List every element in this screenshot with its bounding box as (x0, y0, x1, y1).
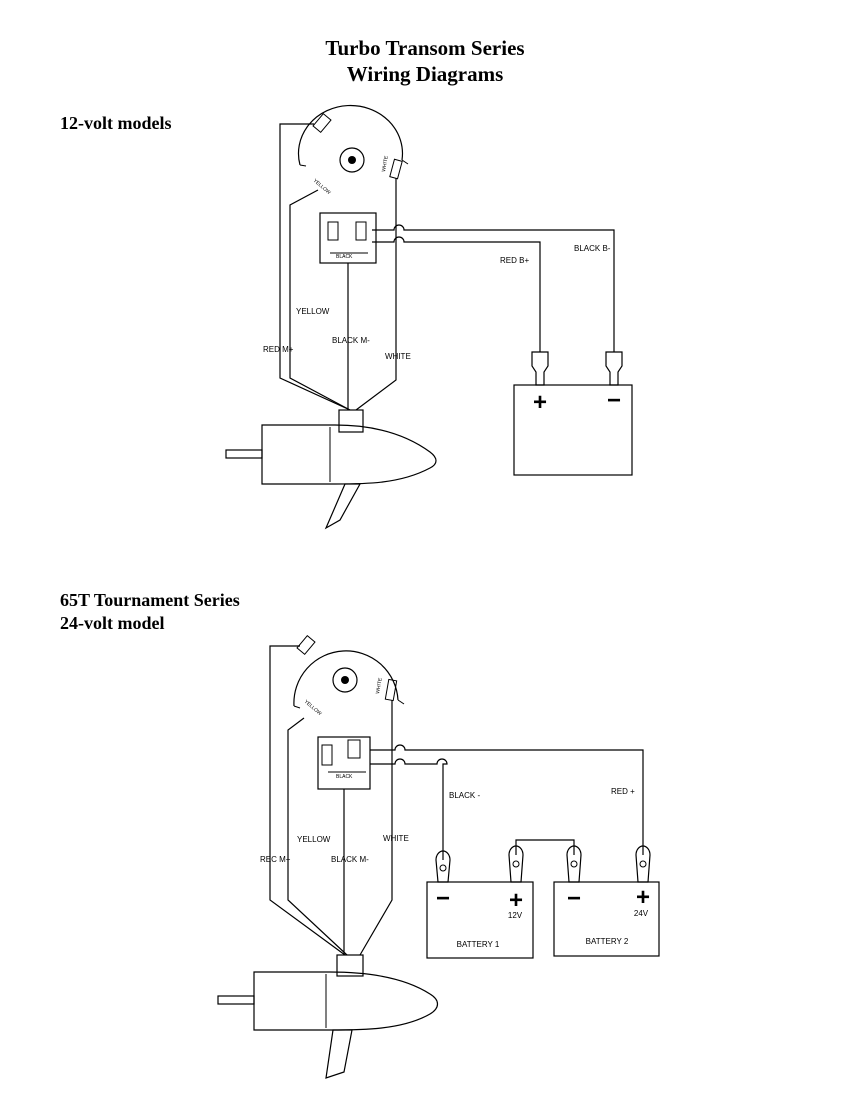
battery-12v: + − (513, 351, 633, 476)
wire-yellow-24v (287, 717, 348, 956)
wire-red-m-12v (279, 123, 351, 411)
page-title-line2: Wiring Diagrams (346, 62, 504, 86)
trolling-motor-12v (225, 409, 437, 530)
wire-red-m-24v (269, 645, 346, 956)
label-red-plus-24v: RED + (611, 787, 635, 796)
battery1-plus-icon: + (509, 887, 523, 914)
propeller-blade-12v (324, 483, 362, 530)
battery2-voltage: 24V (634, 909, 649, 918)
heading-24v: 24-volt model (60, 613, 165, 633)
label-red-b-12v: RED B+ (500, 256, 529, 265)
head-label-white: WHITE (375, 677, 384, 695)
battery1-name: BATTERY 1 (457, 940, 500, 949)
diagram-12v: YELLOW WHITE BLACK RED M+ YELLOW BLACK M… (225, 104, 633, 530)
terminal-negative-b1 (435, 850, 451, 883)
battery2-plus-icon: + (636, 884, 650, 911)
trolling-motor-24v (217, 954, 439, 1079)
diagram-24v: YELLOW WHITE BLACK REC M+ YELLOW BLACK M… (217, 634, 660, 1079)
head-label-yellow: YELLOW (303, 699, 323, 717)
wire-white-12v (355, 178, 397, 411)
jumper-wire-24v (515, 839, 575, 855)
battery1-voltage: 12V (508, 911, 523, 920)
wire-red-b-12v (372, 236, 541, 352)
terminal-positive-b1 (508, 845, 524, 883)
box-label-black: BLACK (336, 774, 353, 780)
head-label-yellow: YELLOW (312, 178, 332, 196)
label-yellow-24v: YELLOW (297, 835, 331, 844)
battery2-name: BATTERY 2 (586, 937, 629, 946)
knob-icon (339, 147, 365, 173)
wire-black-b-12v (372, 224, 615, 352)
terminal-positive-b2 (635, 845, 651, 883)
page-title-line1: Turbo Transom Series (325, 36, 525, 60)
label-black-b-12v: BLACK B- (574, 244, 611, 253)
terminal-negative-12v (605, 351, 623, 386)
control-head-12v: YELLOW WHITE BLACK (297, 104, 409, 264)
label-yellow-12v: YELLOW (296, 307, 330, 316)
wire-yellow-12v (289, 189, 351, 411)
battery-2: − + 24V BATTERY 2 (553, 845, 660, 957)
label-black-m-12v: BLACK M- (332, 336, 370, 345)
label-red-m-12v: RED M+ (263, 345, 294, 354)
terminal-negative-b2 (566, 845, 582, 883)
wire-red-plus-24v (370, 744, 644, 855)
battery-1: − + 12V BATTERY 1 (426, 845, 534, 959)
battery2-minus-icon: − (567, 885, 581, 912)
battery1-minus-icon: − (436, 885, 450, 912)
knob-icon (332, 667, 358, 693)
box-label-black: BLACK (336, 254, 353, 260)
head-label-white: WHITE (381, 155, 390, 173)
label-white-12v: WHITE (385, 352, 411, 361)
label-red-m-24v: REC M+ (260, 855, 291, 864)
heading-65t: 65T Tournament Series (60, 590, 240, 610)
terminal-positive-12v (531, 351, 549, 386)
propeller-blade-24v (325, 1029, 353, 1079)
battery-plus-icon: + (533, 389, 547, 416)
label-white-24v: WHITE (383, 834, 409, 843)
wire-white-24v (359, 700, 393, 956)
label-black-minus-24v: BLACK - (449, 791, 480, 800)
label-black-m-24v: BLACK M- (331, 855, 369, 864)
wire-black-minus-24v (370, 758, 448, 860)
control-head-24v: YELLOW WHITE BLACK (293, 634, 405, 790)
heading-12v: 12-volt models (60, 113, 172, 133)
battery-minus-icon: − (607, 387, 621, 414)
